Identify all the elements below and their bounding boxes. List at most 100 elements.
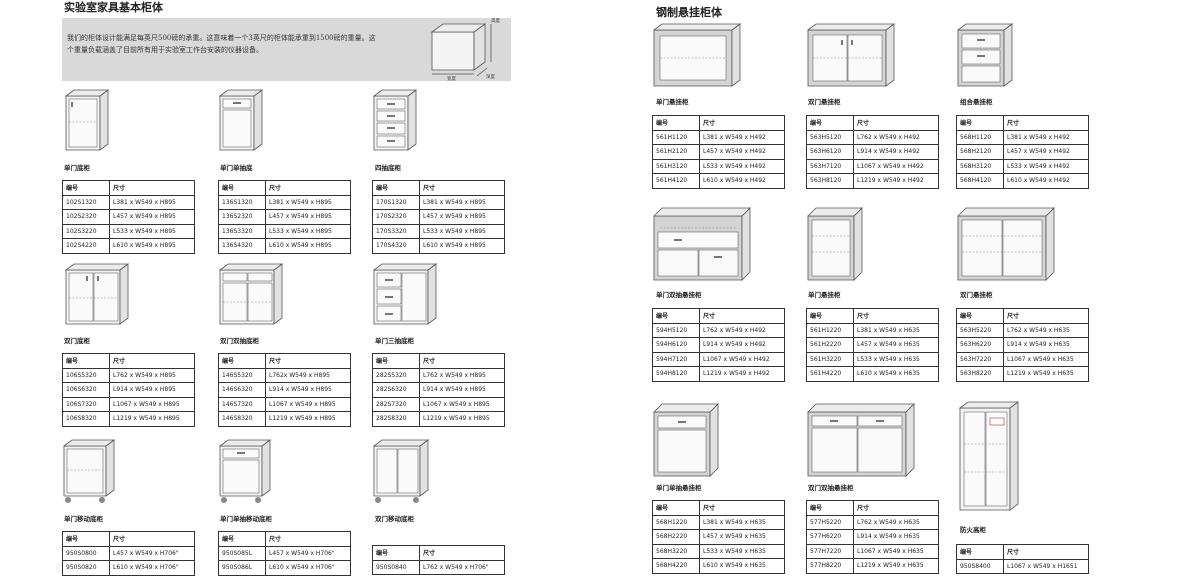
cell-code: 568H2120 xyxy=(956,144,1004,160)
header-size: 尺寸 xyxy=(699,500,785,516)
header-code: 编号 xyxy=(62,180,110,196)
header-code: 编号 xyxy=(62,531,110,547)
header-size: 尺寸 xyxy=(109,531,195,547)
cell-size: L610 x W549 x H635 xyxy=(853,366,939,382)
header-code: 编号 xyxy=(956,544,1004,560)
cell-size: L457 x W549 x H492 xyxy=(1003,144,1089,160)
cell-code: 282S6320 xyxy=(372,382,420,398)
cell-size: L914 x W549 x H895 xyxy=(109,382,195,398)
spec-table-header: 编号尺寸 xyxy=(62,180,195,196)
product-name: 单门三抽底柜 xyxy=(375,337,414,345)
cell-code: 594H7120 xyxy=(652,351,700,367)
cell-code: 563H8120 xyxy=(806,173,854,189)
cell-code: 561H2120 xyxy=(652,144,700,160)
spec-table-header: 编号尺寸 xyxy=(372,180,505,196)
cell-code: 170S3320 xyxy=(372,223,420,239)
cell-size: L762 x W549 x H492 xyxy=(853,129,939,145)
cell-size: L533 x W549 x H895 xyxy=(265,223,351,239)
header-size: 尺寸 xyxy=(853,115,939,131)
cell-size: L457 x W549 x H895 xyxy=(265,209,351,225)
product-name: 双门双抽悬挂柜 xyxy=(808,484,854,492)
cell-size: L762 x W549 x H706" xyxy=(419,559,505,575)
header-size: 尺寸 xyxy=(265,531,351,547)
product-name: 防火高柜 xyxy=(960,526,986,534)
cell-size: L457 x W549 x H706" xyxy=(109,545,195,561)
cell-code: 102S4220 xyxy=(62,238,110,254)
cell-code: 561H1120 xyxy=(652,129,700,145)
product-name: 单门单抽移动底柜 xyxy=(220,515,272,523)
wall-cabinet-image-single-door-drawer xyxy=(653,403,719,477)
cell-code: 568H1120 xyxy=(956,129,1004,145)
cell-size: L381 x W549 x H895 xyxy=(109,194,195,210)
spec-table-header: 编号尺寸 xyxy=(218,353,351,369)
cell-size: L914 x W549 x H635 xyxy=(1003,337,1089,353)
cell-size: L610 x W549 x H706" xyxy=(109,560,195,576)
cell-size: L914 x W549 x H492 xyxy=(699,337,785,353)
cell-size: L457 x W549 x H895 xyxy=(419,209,505,225)
cell-code: 568H4120 xyxy=(956,173,1004,189)
cell-size: L533 x W549 x H895 xyxy=(419,223,505,239)
header-size: 尺寸 xyxy=(1003,115,1089,131)
cell-size: L381 x W549 x H895 xyxy=(419,194,505,210)
cell-size: L1219 x W549 x H635 xyxy=(853,558,939,574)
diagram-label-width: 宽度 xyxy=(447,75,456,82)
cell-size: L533 x W549 x H895 xyxy=(109,223,195,239)
cell-code: 136S1320 xyxy=(218,194,266,210)
cell-code: 563H5220 xyxy=(956,322,1004,338)
cell-size: L914 x W549 x H895 xyxy=(265,382,351,398)
cell-size: L610 x W549 x H895 xyxy=(265,238,351,254)
cell-code: 106S6320 xyxy=(62,382,110,398)
cell-size: L457 x W549 x H706" xyxy=(265,545,351,561)
cell-code: 282S8320 xyxy=(372,411,420,427)
spec-table-header: 编号尺寸 xyxy=(62,531,195,547)
cell-size: L610 x W549 x H706" xyxy=(265,560,351,576)
cell-code: 563H6220 xyxy=(956,337,1004,353)
product-name: 组合悬挂柜 xyxy=(960,98,993,106)
cell-code: 594H5120 xyxy=(652,322,700,338)
header-size: 尺寸 xyxy=(419,180,505,196)
cell-code: 146S8320 xyxy=(218,411,266,427)
product-name: 双门悬挂柜 xyxy=(960,291,993,299)
header-size: 尺寸 xyxy=(109,353,195,369)
cell-size: L914 x W549 x H635 xyxy=(853,529,939,545)
cell-size: L1067 x W549 x H492 xyxy=(853,158,939,174)
cell-size: L610 x W549 x H895 xyxy=(109,238,195,254)
cell-code: 950S0820 xyxy=(62,560,110,576)
product-name: 双门悬挂柜 xyxy=(808,98,841,106)
cell-code: 170S4320 xyxy=(372,238,420,254)
cabinet-image-single-door-drawer-base xyxy=(218,89,264,151)
cell-code: 950S085L xyxy=(218,545,266,561)
cell-code: 561H3120 xyxy=(652,158,700,174)
header-code: 编号 xyxy=(372,545,420,561)
cabinet-dimension-diagram: 高度 宽度 深度 xyxy=(430,17,500,82)
